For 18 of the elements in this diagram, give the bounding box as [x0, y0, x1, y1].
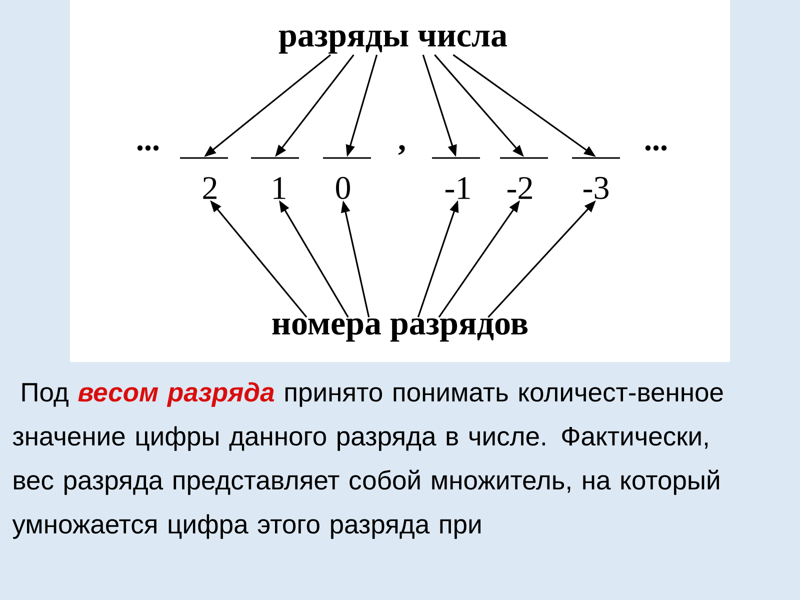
blank-line: [323, 157, 371, 159]
blank-line: [251, 157, 299, 159]
punctuation: ,: [398, 145, 405, 155]
digit-label: 2: [203, 177, 216, 199]
heading-text: разряды числа: [278, 30, 508, 54]
digit-label: -1: [445, 177, 470, 199]
blank-line: [180, 157, 228, 159]
digit-label: -2: [507, 177, 532, 199]
digit-label: 0: [336, 176, 350, 200]
blank-line: [500, 157, 548, 159]
blank-line: [572, 157, 620, 159]
blank-line: [432, 157, 480, 159]
digit-label: -3: [583, 176, 608, 200]
heading-text: номера разрядов: [272, 318, 528, 342]
punctuation: ...: [645, 145, 667, 151]
punctuation: ...: [137, 145, 159, 151]
digit-label: 1: [274, 177, 286, 199]
paragraph: Под весом разряда принято понимать количест-венное значение цифры данного разряда в числе. Фактически, вес разряда представляет собой множитель, на который умножается цифра этого разряда при: [12, 382, 723, 539]
